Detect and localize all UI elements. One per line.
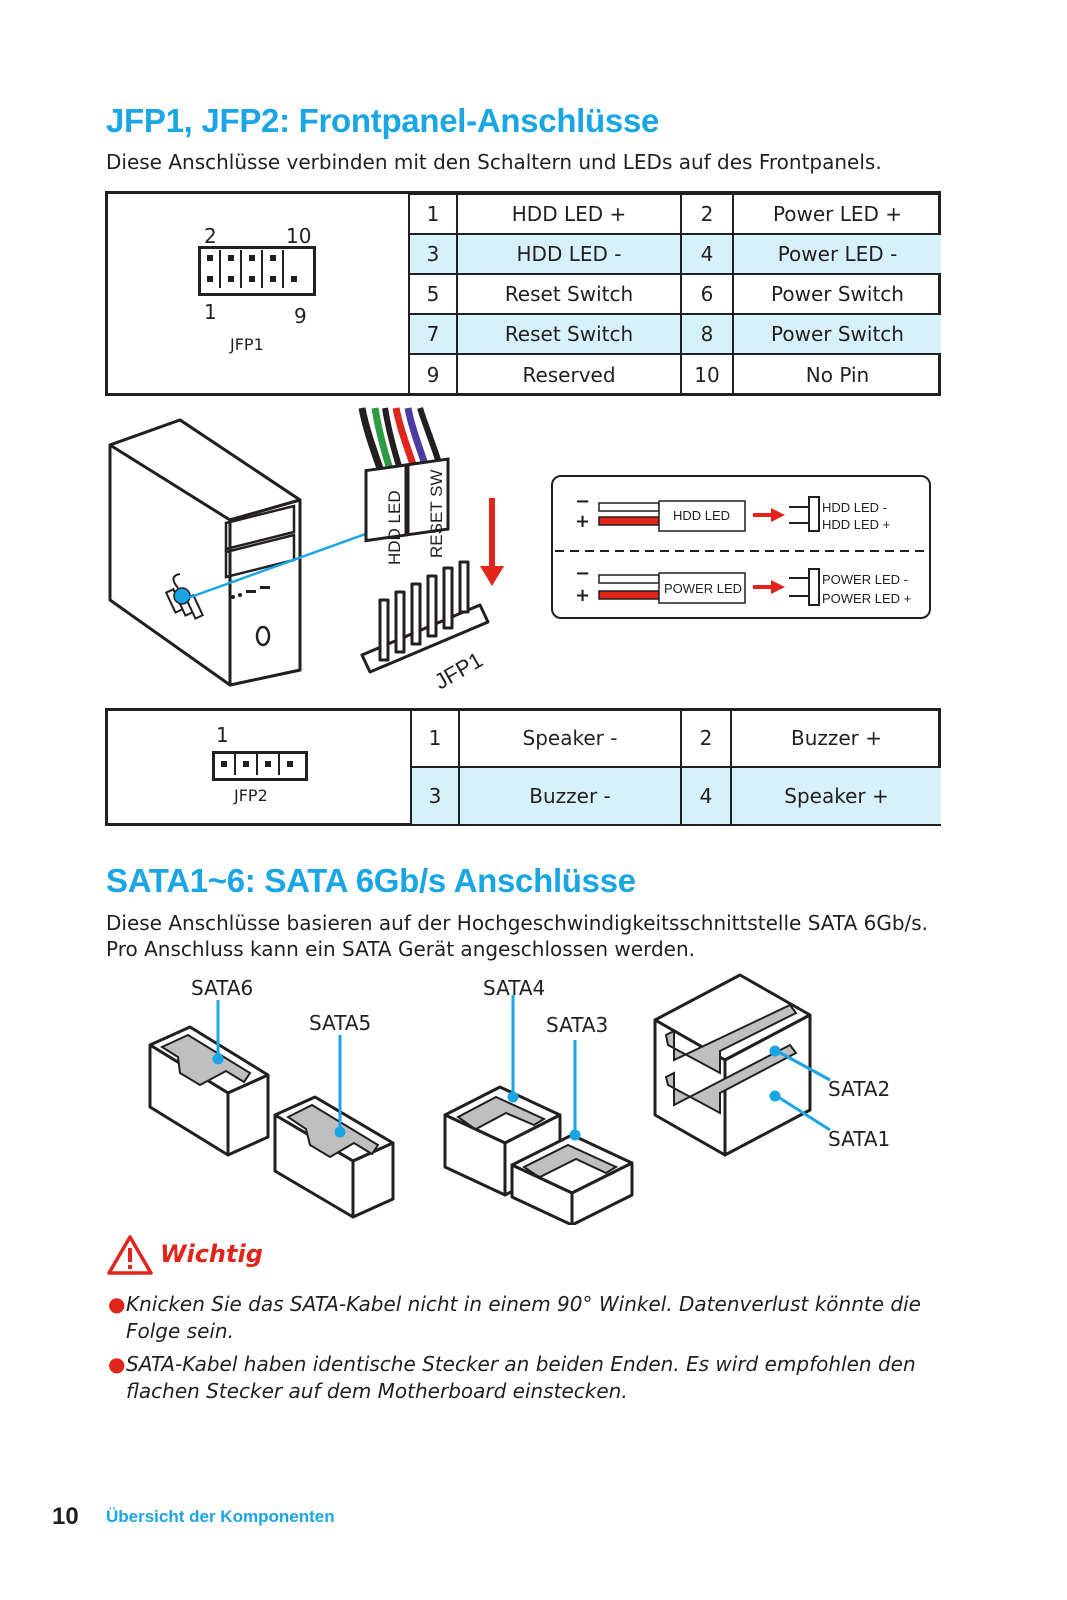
table-row: 3 HDD LED - 4 Power LED - (408, 233, 941, 275)
front-panel-connection-illustration: HDD LED RESET SW JFP1 (108, 407, 504, 694)
pin-number: 5 (408, 273, 458, 315)
jfp1-pin-table: 1 HDD LED + 2 Power LED + 3 HDD LED - 4 … (408, 193, 941, 395)
pin-name: Reset Switch (456, 313, 682, 355)
sata-section-title: SATA1~6: SATA 6Gb/s Anschlüsse (106, 862, 636, 899)
bullet-icon: ● (108, 1292, 126, 1316)
jfp-section-description: Diese Anschlüsse verbinden mit den Schal… (106, 150, 882, 174)
power-led-plus-label: POWER LED + (822, 591, 912, 606)
jfp1-pin-diagram: 2 10 1 9 JFP1 (108, 194, 408, 393)
pin-name: Power LED + (732, 193, 941, 235)
page-number: 10 (52, 1503, 79, 1530)
power-led-minus-sign: − (575, 563, 591, 584)
pin-number: 9 (408, 353, 458, 395)
pin-name: HDD LED + (456, 193, 682, 235)
table-row: 9 Reserved 10 No Pin (408, 353, 941, 395)
label-sata1: SATA1 (828, 1127, 891, 1151)
jfp2-header-shape (212, 751, 308, 781)
pin-name: Power Switch (732, 313, 941, 355)
jfp1-header-shape (198, 246, 316, 296)
label-sata2: SATA2 (828, 1077, 891, 1101)
label-sata3: SATA3 (546, 1013, 609, 1037)
warning-icon (107, 1235, 153, 1275)
power-led-minus-label: POWER LED - (822, 572, 908, 587)
power-led-box-label: POWER LED (664, 581, 743, 596)
pin-name: Reserved (456, 353, 682, 395)
pin-name: Power LED - (732, 233, 941, 275)
pin-name: Speaker - (458, 710, 682, 768)
led-polarity-panel: − + HDD LED HDD LED - HDD LED + − + POWE… (551, 475, 931, 619)
list-item: ●Knicken Sie das SATA-Kabel nicht in ein… (108, 1291, 928, 1345)
label-sata4: SATA4 (483, 976, 546, 1000)
pin-name: Reset Switch (456, 273, 682, 315)
pin-number: 2 (680, 193, 734, 235)
warning-note-1: Knicken Sie das SATA-Kabel nicht in eine… (126, 1292, 921, 1343)
pin-number: 7 (408, 313, 458, 355)
pin-number: 1 (410, 710, 460, 768)
table-row: 7 Reset Switch 8 Power Switch (408, 313, 941, 355)
jfp-section-title: JFP1, JFP2: Frontpanel-Anschlüsse (106, 102, 660, 139)
led-polarity-diagram (555, 496, 927, 606)
pin-number: 8 (680, 313, 734, 355)
label-sata6: SATA6 (191, 976, 254, 1000)
jfp1-pin-2-label: 2 (204, 224, 217, 248)
hdd-led-plus-sign: + (575, 511, 591, 532)
pin-number: 3 (410, 766, 460, 824)
footer-section-name: Übersicht der Komponenten (106, 1507, 335, 1526)
jfp1-pin-9-label: 9 (294, 304, 307, 328)
pin-name: Buzzer - (458, 766, 682, 824)
warning-notes: ●Knicken Sie das SATA-Kabel nicht in ein… (108, 1291, 928, 1411)
pin-number: 4 (680, 766, 732, 824)
table-row: 5 Reset Switch 6 Power Switch (408, 273, 941, 315)
warning-note-2: SATA-Kabel haben identische Stecker an b… (126, 1352, 916, 1403)
cable-label-hdd-led: HDD LED (385, 490, 404, 565)
jfp1-pin-10-label: 10 (286, 224, 312, 248)
pin-number: 10 (680, 353, 734, 395)
power-led-plus-sign: + (575, 585, 591, 606)
jfp2-pin-diagram: 1 JFP2 (108, 711, 410, 823)
pin-name: Buzzer + (730, 710, 941, 768)
table-row: 1 HDD LED + 2 Power LED + (408, 193, 941, 235)
jfp1-pin-1-label: 1 (204, 300, 217, 324)
jfp2-label: JFP2 (234, 786, 268, 805)
pin-number: 4 (680, 233, 734, 275)
label-sata5: SATA5 (309, 1011, 372, 1035)
hdd-led-box-label: HDD LED (673, 508, 731, 523)
jfp2-pin-1-label: 1 (216, 723, 229, 747)
sata-description-line2: Pro Anschluss kann ein SATA Gerät angesc… (106, 937, 695, 961)
list-item: ●SATA-Kabel haben identische Stecker an … (108, 1351, 928, 1405)
jfp1-label: JFP1 (230, 335, 264, 354)
pin-name: HDD LED - (456, 233, 682, 275)
pin-number: 1 (408, 193, 458, 235)
sata-ports-illustration (148, 973, 831, 1225)
sata-description-line1: Diese Anschlüsse basieren auf der Hochge… (106, 911, 929, 935)
pin-name: Speaker + (730, 766, 941, 824)
hdd-led-plus-label: HDD LED + (822, 517, 891, 532)
header-label-jfp1: JFP1 (430, 647, 487, 694)
cable-label-reset-sw: RESET SW (427, 470, 446, 558)
pin-name: No Pin (732, 353, 941, 395)
pin-number: 3 (408, 233, 458, 275)
jfp2-pin-table: 1 Speaker - 2 Buzzer + 3 Buzzer - 4 Spea… (410, 710, 941, 824)
warning-title: Wichtig (160, 1240, 263, 1268)
hdd-led-minus-label: HDD LED - (822, 500, 888, 515)
table-row: 1 Speaker - 2 Buzzer + (410, 710, 941, 768)
pin-number: 2 (680, 710, 732, 768)
bullet-icon: ● (108, 1352, 126, 1376)
pin-number: 6 (680, 273, 734, 315)
table-row: 3 Buzzer - 4 Speaker + (410, 766, 941, 824)
hdd-led-minus-sign: − (575, 491, 591, 512)
pin-name: Power Switch (732, 273, 941, 315)
